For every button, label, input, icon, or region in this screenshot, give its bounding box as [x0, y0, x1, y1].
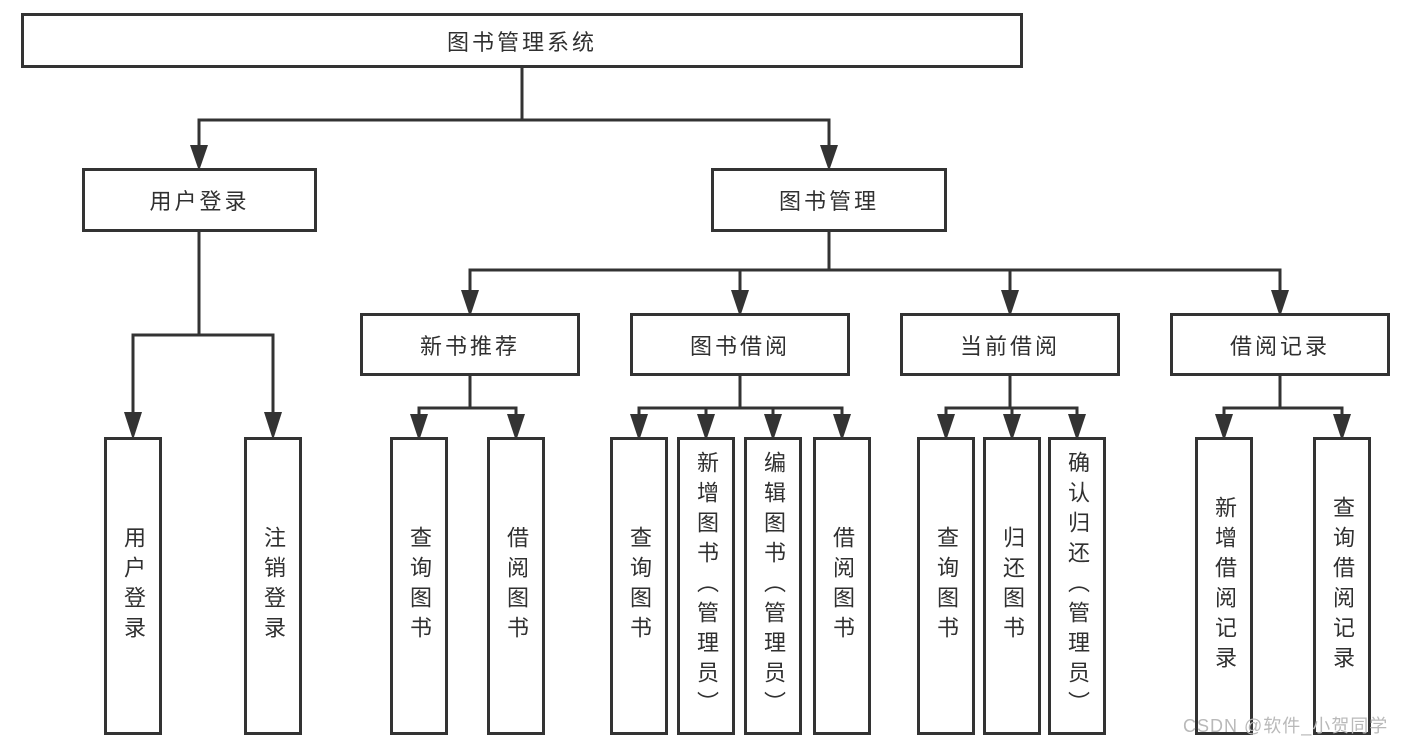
node-label: 查询图书	[407, 526, 432, 646]
edge-book-management-to-level3	[461, 232, 1289, 317]
edge-user-login-to-children	[124, 232, 282, 440]
leaf-current-confirm-return-admin: 确认归还（管理员）	[1048, 437, 1106, 735]
leaf-current-return-books: 归还图书	[983, 437, 1041, 735]
node-current-borrow: 当前借阅	[900, 313, 1120, 376]
leaf-newbook-query-books: 查询图书	[390, 437, 448, 735]
node-book-management: 图书管理	[711, 168, 947, 232]
edge-book-borrow-to-children	[630, 376, 851, 441]
leaf-borrow-borrow-books: 借阅图书	[813, 437, 871, 735]
node-label: 查询借阅记录	[1330, 496, 1355, 676]
edge-current-borrow-to-children	[937, 376, 1086, 441]
leaf-borrow-edit-books-admin: 编辑图书（管理员）	[744, 437, 802, 735]
node-book-borrow: 图书借阅	[630, 313, 850, 376]
leaf-records-query-borrow-record: 查询借阅记录	[1313, 437, 1371, 735]
node-label: 新书推荐	[419, 333, 520, 359]
leaf-current-query-books: 查询图书	[917, 437, 975, 735]
edge-root-to-level2	[190, 68, 838, 171]
node-label: 图书借阅	[689, 333, 790, 359]
edge-new-book-to-children	[410, 376, 525, 441]
node-label: 借阅图书	[830, 526, 855, 646]
node-label: 图书管理系统	[446, 29, 597, 55]
node-label: 用户登录	[149, 189, 250, 214]
csdn-watermark: CSDN @软件_小贺同学	[1183, 716, 1389, 736]
node-label: 归还图书	[1000, 526, 1025, 646]
node-label: 确认归还（管理员）	[1065, 451, 1090, 721]
node-label: 编辑图书（管理员）	[761, 451, 786, 721]
leaf-logout: 注销登录	[244, 437, 302, 735]
node-user-login: 用户登录	[82, 168, 317, 232]
edge-borrow-records-to-children	[1215, 376, 1351, 441]
leaf-borrow-add-books-admin: 新增图书（管理员）	[677, 437, 735, 735]
node-label: 借阅图书	[504, 526, 529, 646]
leaf-borrow-query-books: 查询图书	[610, 437, 668, 735]
node-label: 图书管理	[778, 189, 879, 214]
leaf-user-login: 用户登录	[104, 437, 162, 735]
node-label: 查询图书	[934, 526, 959, 646]
node-label: 当前借阅	[959, 333, 1060, 359]
leaf-newbook-borrow-books: 借阅图书	[487, 437, 545, 735]
node-borrow-records: 借阅记录	[1170, 313, 1390, 376]
node-new-book-recommend: 新书推荐	[360, 313, 580, 376]
node-label: 借阅记录	[1229, 333, 1330, 359]
leaf-records-add-borrow-record: 新增借阅记录	[1195, 437, 1253, 735]
node-root: 图书管理系统	[21, 13, 1023, 68]
node-label: 新增图书（管理员）	[694, 451, 719, 721]
node-label: 新增借阅记录	[1212, 496, 1237, 676]
node-label: 用户登录	[121, 526, 146, 646]
node-label: 注销登录	[261, 526, 286, 646]
node-label: 查询图书	[627, 526, 652, 646]
